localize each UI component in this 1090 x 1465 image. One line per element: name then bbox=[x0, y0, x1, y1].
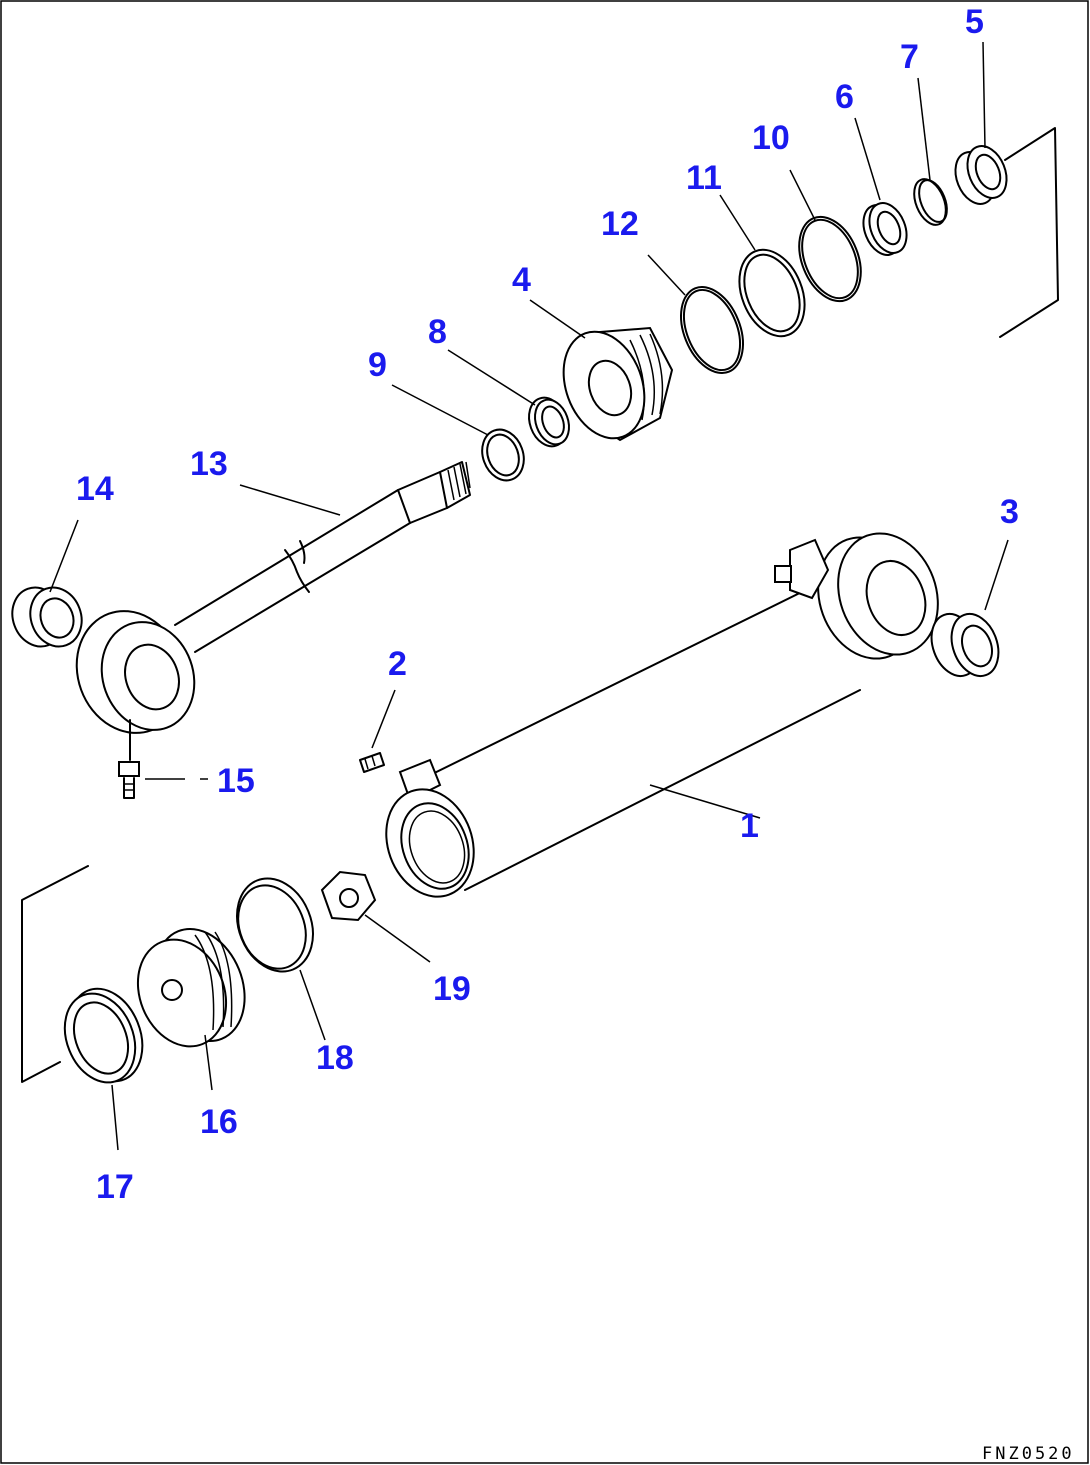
callout-16: 16 bbox=[200, 1103, 238, 1141]
callout-8: 8 bbox=[428, 313, 447, 351]
leader-lines bbox=[49, 41, 1009, 1151]
callout-18: 18 bbox=[316, 1039, 354, 1077]
callout-labels: 1 2 3 4 5 6 7 8 9 10 11 12 13 14 15 16 1… bbox=[76, 3, 1019, 1206]
callout-7: 7 bbox=[900, 38, 919, 76]
callout-2: 2 bbox=[388, 645, 407, 683]
callout-4: 4 bbox=[512, 261, 531, 299]
piston-rod-assembly bbox=[11, 127, 1059, 799]
callout-3: 3 bbox=[1000, 493, 1019, 531]
drawing-code: FNZ0520 bbox=[982, 1444, 1075, 1464]
callout-10: 10 bbox=[752, 119, 790, 157]
callout-19: 19 bbox=[433, 970, 471, 1008]
callout-6: 6 bbox=[835, 78, 854, 116]
callout-15: 15 bbox=[217, 762, 255, 800]
callout-1: 1 bbox=[740, 807, 759, 845]
callout-12: 12 bbox=[601, 205, 639, 243]
callout-13: 13 bbox=[190, 445, 228, 483]
callout-14: 14 bbox=[76, 470, 114, 508]
callout-17: 17 bbox=[96, 1168, 134, 1206]
callout-11: 11 bbox=[686, 159, 722, 197]
callout-9: 9 bbox=[368, 346, 387, 384]
cylinder-assembly bbox=[21, 532, 1000, 1084]
callout-5: 5 bbox=[965, 3, 984, 41]
